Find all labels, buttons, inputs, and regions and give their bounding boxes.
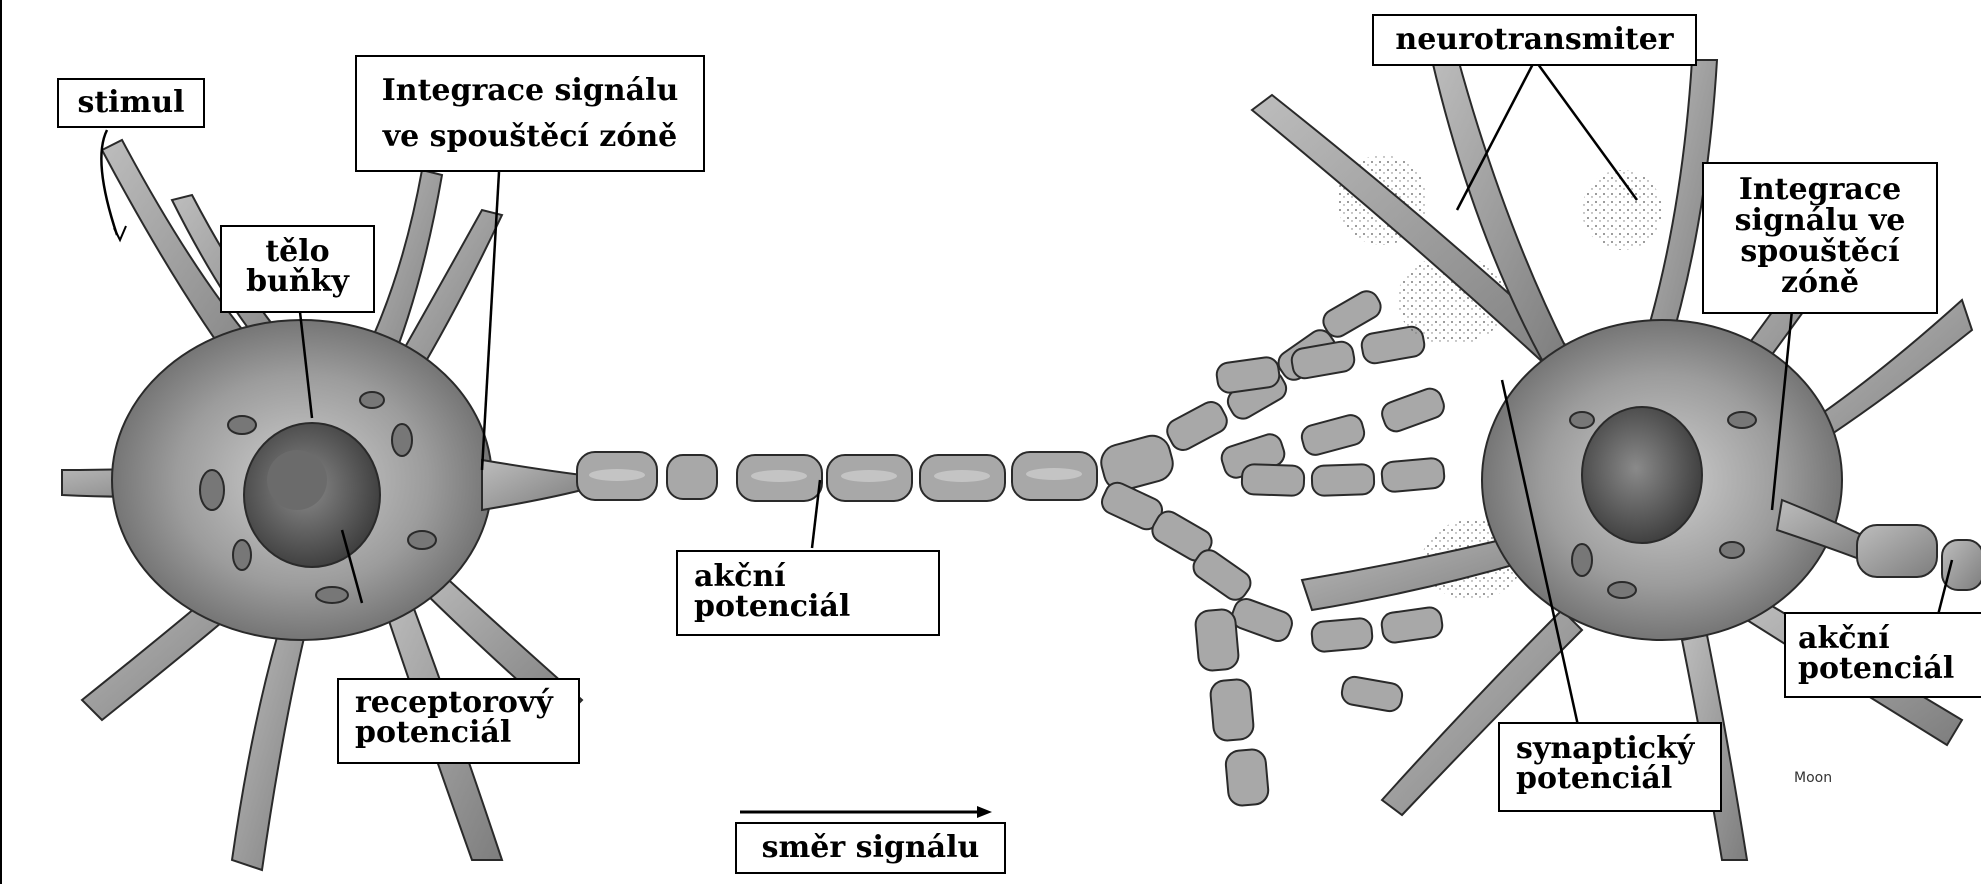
label-integrace-right: Integrace signálu ve spouštěcí zóně [1702, 162, 1938, 314]
label-integrace-right-line1: Integrace [1704, 174, 1936, 205]
label-akcni-right-line1: akční [1798, 624, 1981, 654]
label-smer-signalu-text: směr signálu [737, 832, 1004, 864]
label-stimul-text: stimul [59, 87, 203, 119]
label-akcni-right-line2: potenciál [1798, 654, 1981, 684]
label-synapticky-line2: potenciál [1516, 764, 1720, 794]
label-neurotransmiter-text: neurotransmiter [1374, 24, 1695, 56]
label-telo-bunky: tělo buňky [220, 225, 375, 313]
label-integrace-right-line3: spouštěcí [1704, 236, 1936, 267]
label-telo-bunky-line1: tělo [222, 237, 373, 267]
label-integrace-right-line2: signálu ve [1704, 205, 1936, 236]
label-akcni-mid-line2: potenciál [694, 592, 938, 622]
label-receptorovy-line1: receptorový [355, 688, 578, 718]
artist-signature: Moon [1794, 770, 1832, 786]
label-receptorovy-potencial: receptorový potenciál [337, 678, 580, 764]
label-telo-bunky-line2: buňky [222, 267, 373, 297]
label-synapticky-line1: synaptický [1516, 734, 1720, 764]
label-neurotransmiter: neurotransmiter [1372, 14, 1697, 66]
label-integrace-right-line4: zóně [1704, 267, 1936, 298]
label-synapticky-potencial: synaptický potenciál [1498, 722, 1722, 812]
label-stimul: stimul [57, 78, 205, 128]
axon [482, 432, 1177, 510]
axon-terminals [1098, 287, 1447, 807]
label-akcni-potencial-mid: akční potenciál [676, 550, 940, 636]
label-integrace-left-line2: ve spouštěcí zóně [357, 121, 703, 153]
label-akcni-potencial-right: akční potenciál [1784, 612, 1981, 698]
label-integrace-left-line1: Integrace signálu [357, 75, 703, 107]
label-integrace-left: Integrace signálu ve spouštěcí zóně [355, 55, 705, 172]
label-akcni-mid-line1: akční [694, 562, 938, 592]
signal-direction-arrow [740, 806, 992, 818]
label-receptorovy-line2: potenciál [355, 718, 578, 748]
label-smer-signalu: směr signálu [735, 822, 1006, 874]
